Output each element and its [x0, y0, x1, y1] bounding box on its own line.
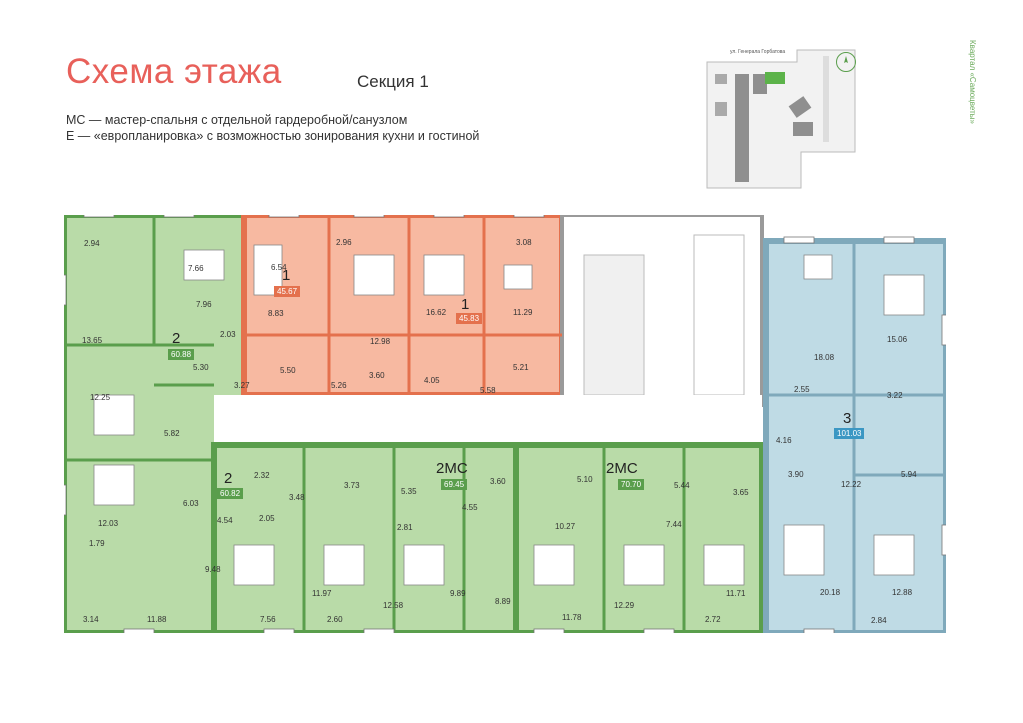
- apartment-type: 1: [282, 267, 291, 284]
- apartment-area-badge: 45.83: [456, 313, 483, 324]
- room-area: 13.65: [82, 336, 103, 345]
- room-area: 8.83: [268, 309, 284, 318]
- room-area: 7.44: [666, 520, 682, 529]
- apartment-type: 2: [172, 330, 181, 347]
- room-area: 4.55: [462, 503, 478, 512]
- room-area: 8.89: [495, 597, 511, 606]
- room-area: 3.90: [788, 470, 804, 479]
- room-area: 5.35: [401, 487, 417, 496]
- room-area: 18.08: [814, 353, 835, 362]
- room-area: 16.62: [426, 308, 447, 317]
- room-area: 12.98: [370, 337, 391, 346]
- room-area: 6.03: [183, 499, 199, 508]
- room-area: 7.66: [188, 264, 204, 273]
- room-area: 5.44: [674, 481, 690, 490]
- room-area: 12.58: [383, 601, 404, 610]
- compass-icon: [836, 52, 856, 72]
- room-area: 5.26: [331, 381, 347, 390]
- room-area: 2.55: [794, 385, 810, 394]
- apartment-area-badge: 60.82: [217, 488, 244, 499]
- room-area: 2.72: [705, 615, 721, 624]
- room-area: 3.73: [344, 481, 360, 490]
- room-area: 12.88: [892, 588, 913, 597]
- room-area: 2.05: [259, 514, 275, 523]
- room-area: 5.50: [280, 366, 296, 375]
- apartment-area-badge: 101.03: [834, 428, 865, 439]
- room-area: 3.22: [887, 391, 903, 400]
- room-area: 4.54: [217, 516, 233, 525]
- legend-line-ms: МС — мастер-спальня с отдельной гардероб…: [66, 113, 408, 127]
- room-area: 7.96: [196, 300, 212, 309]
- apartment-area-badge: 45.67: [274, 286, 301, 297]
- room-area: 20.18: [820, 588, 841, 597]
- room-area: 12.03: [98, 519, 119, 528]
- apartment-area-badge: 70.70: [618, 479, 645, 490]
- room-area: 2.32: [254, 471, 270, 480]
- room-area: 5.30: [193, 363, 209, 372]
- room-area: 9.89: [450, 589, 466, 598]
- room-area: 2.84: [871, 616, 887, 625]
- site-map: [706, 49, 856, 189]
- complex-name: Квартал «Самоцветы»: [968, 40, 977, 124]
- room-area: 11.97: [312, 589, 332, 598]
- floor-plan: [64, 215, 946, 633]
- room-area: 4.16: [776, 436, 792, 445]
- apartment-area-badge: 69.45: [441, 479, 468, 490]
- room-area: 4.05: [424, 376, 440, 385]
- compass-needle-icon: [844, 56, 848, 63]
- room-area: 2.60: [327, 615, 343, 624]
- room-area: 2.94: [84, 239, 100, 248]
- room-area: 12.29: [614, 601, 635, 610]
- room-area: 5.10: [577, 475, 593, 484]
- room-area: 2.96: [336, 238, 352, 247]
- room-area: 5.21: [513, 363, 529, 372]
- section-label: Секция 1: [357, 72, 429, 91]
- room-area: 11.71: [726, 589, 746, 598]
- apartment-type: 2: [224, 470, 233, 487]
- room-area: 10.27: [555, 522, 576, 531]
- room-area: 1.79: [89, 539, 105, 548]
- apartment-type: 2МС: [606, 460, 638, 477]
- room-area: 3.27: [234, 381, 250, 390]
- room-area: 7.56: [260, 615, 276, 624]
- apartment-type: 2МС: [436, 460, 468, 477]
- room-area: 11.88: [147, 615, 167, 624]
- apartment-area-badge: 60.88: [168, 349, 195, 360]
- room-area: 5.94: [901, 470, 917, 479]
- room-area: 3.60: [369, 371, 385, 380]
- apartment-type: 1: [461, 296, 470, 313]
- room-area: 11.29: [513, 308, 533, 317]
- street-top-label: ул. Генерала Горбатова: [730, 49, 786, 55]
- legend-line-e: Е — «европланировка» с возможностью зони…: [66, 129, 480, 143]
- room-area: 2.81: [397, 523, 413, 532]
- room-area: 6.54: [271, 263, 287, 272]
- room-area: 5.82: [164, 429, 180, 438]
- room-area: 3.08: [516, 238, 532, 247]
- apartment-type: 3: [843, 410, 852, 427]
- room-area: 15.06: [887, 335, 908, 344]
- room-area: 3.65: [733, 488, 749, 497]
- room-area: 11.78: [562, 613, 582, 622]
- room-area: 12.22: [841, 480, 862, 489]
- room-area: 9.48: [205, 565, 221, 574]
- room-area: 2.03: [220, 330, 236, 339]
- room-area: 3.14: [83, 615, 99, 624]
- room-area: 3.60: [490, 477, 506, 486]
- room-area: 12.25: [90, 393, 111, 402]
- room-area: 5.58: [480, 386, 496, 395]
- room-area: 3.48: [289, 493, 305, 502]
- page-title: Схема этажа: [66, 52, 282, 91]
